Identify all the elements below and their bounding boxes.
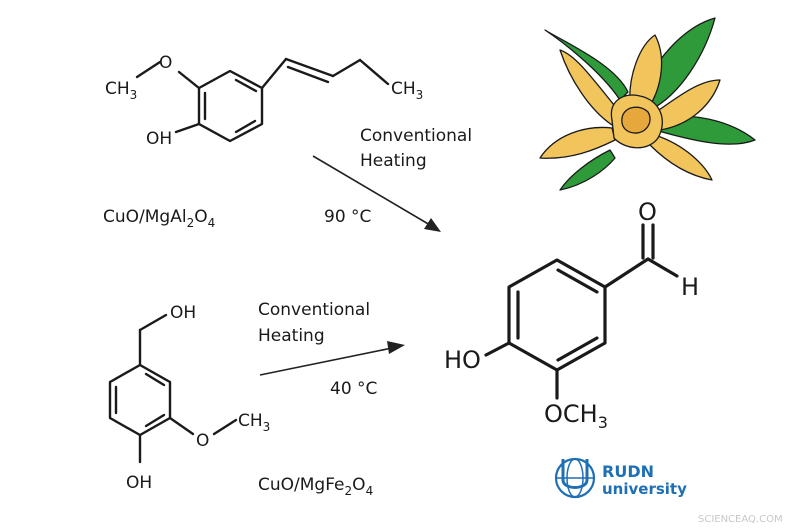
- oh-label: OH: [126, 473, 152, 493]
- chain-bond: [331, 58, 362, 78]
- c-oh-bond: [484, 341, 511, 357]
- isoeugenol-structure: CH3 O OH CH3: [105, 53, 423, 149]
- c-cho-bond: [603, 257, 650, 289]
- c-o-bond: [177, 70, 201, 90]
- catalyst-label: CuO/MgFe2O4: [258, 475, 373, 498]
- ch2-oh-bond: [138, 313, 168, 332]
- logo-text: RUDN: [602, 462, 654, 481]
- oxygen-label: O: [159, 53, 172, 73]
- vanillyl-ring: [108, 363, 172, 437]
- hydrogen-label: H: [681, 273, 699, 301]
- leaf: [544, 29, 629, 101]
- reaction-1-arrow: [312, 155, 441, 232]
- conditions-label: Conventional: [360, 126, 472, 146]
- vanillin-structure: O H HO OCH3: [444, 198, 699, 432]
- u-shield-icon: [561, 459, 589, 489]
- conditions-label: Heating: [258, 326, 325, 346]
- ring-double-bond: [234, 119, 257, 134]
- chain-bond: [260, 57, 288, 90]
- ring-double-bond: [234, 78, 258, 93]
- ring-double-bond: [144, 372, 166, 387]
- ch3-label: CH3: [105, 79, 137, 102]
- isoeugenol-ring: [197, 69, 264, 143]
- vanillyl-alcohol-structure: OH O CH3 OH: [108, 303, 270, 493]
- leaf: [559, 149, 616, 191]
- chain-double-bond: [284, 57, 335, 78]
- ch3-label: CH3: [391, 79, 423, 102]
- conditions-label: Conventional: [258, 300, 370, 320]
- c-oh-bond: [174, 122, 201, 134]
- oh-label: OH: [170, 303, 196, 323]
- ch3-label: CH3: [238, 411, 270, 434]
- oxygen-label: O: [638, 198, 657, 226]
- o-ch3-bond: [135, 60, 162, 79]
- petal: [629, 34, 663, 113]
- ring-double-bond: [556, 336, 599, 362]
- oxygen-label: O: [196, 431, 209, 451]
- petal: [559, 49, 619, 126]
- petal: [651, 79, 721, 131]
- och3-label: OCH3: [544, 400, 608, 432]
- vanillin-ring: [507, 258, 607, 372]
- temperature-label: 40 °C: [330, 379, 377, 399]
- vanilla-flower-illustration: [539, 17, 756, 191]
- logo-subtext: university: [602, 480, 687, 498]
- ring-double-bond: [144, 413, 166, 428]
- petal: [649, 134, 713, 181]
- temperature-label: 90 °C: [324, 207, 371, 227]
- watermark: SCIENCEAQ.COM: [698, 514, 783, 525]
- ring-double-bond: [556, 268, 599, 294]
- c-o-bond: [168, 416, 195, 436]
- catalyst-label: CuO/MgAl2O4: [103, 207, 215, 230]
- o-ch3-bond: [212, 418, 238, 436]
- chain-bond: [358, 58, 390, 86]
- ho-label: HO: [444, 346, 481, 374]
- oh-label: OH: [146, 129, 172, 149]
- chain-double-bond-inner: [286, 65, 330, 84]
- reaction-2-arrow: [259, 341, 405, 376]
- rudn-logo: RUDN university: [554, 457, 687, 499]
- c-h-bond: [646, 257, 679, 278]
- conditions-label: Heating: [360, 151, 427, 171]
- flower-lip: [621, 106, 651, 134]
- petal: [539, 126, 616, 159]
